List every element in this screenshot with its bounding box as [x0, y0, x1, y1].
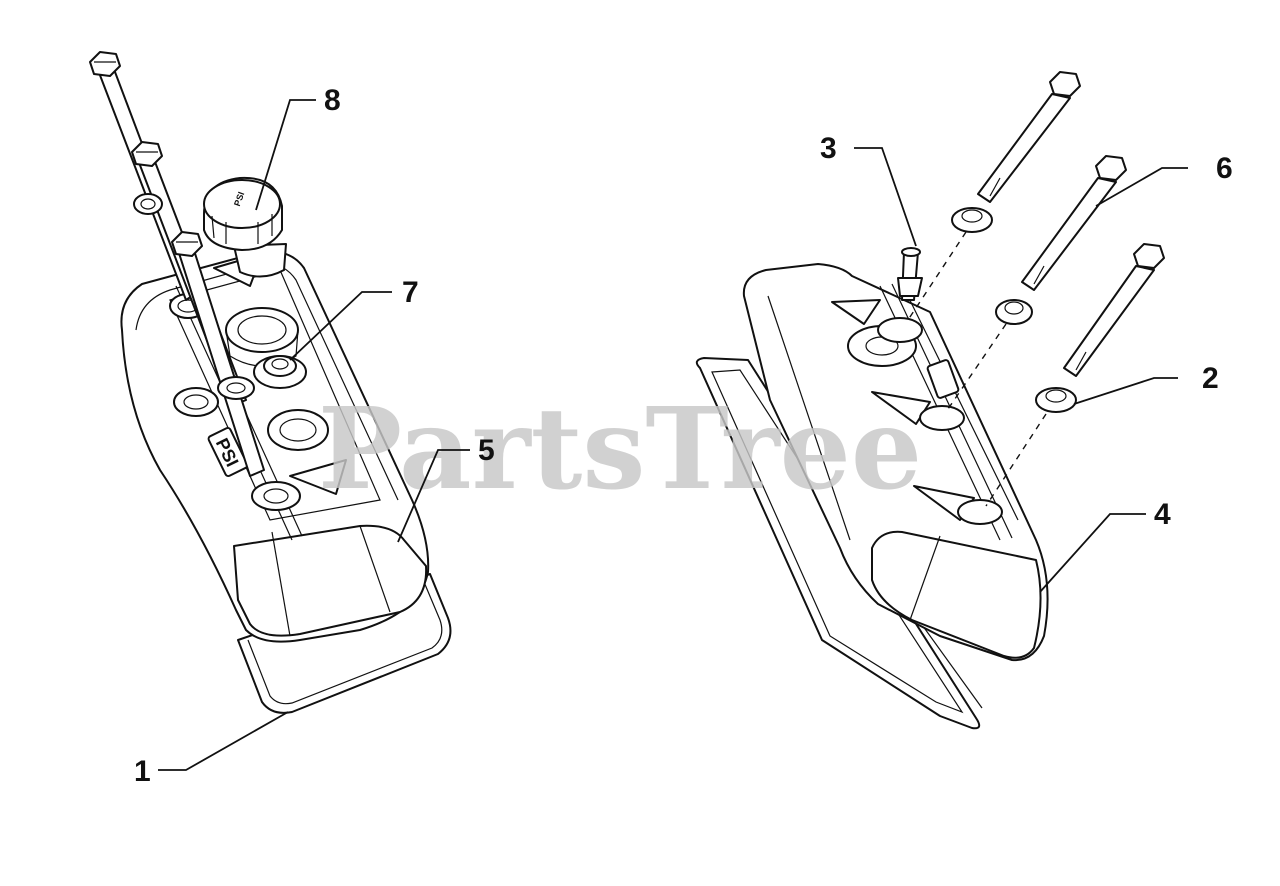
- watermark: PartsTree: [318, 384, 922, 515]
- callout-1: 1: [134, 755, 151, 788]
- callout-5: 5: [478, 434, 495, 467]
- oil-fill-cap: PSI: [203, 176, 287, 278]
- right-grommet-3: [1035, 387, 1077, 413]
- leader-lines: [158, 99, 1188, 771]
- right-grommet-2: [995, 299, 1033, 325]
- right-bolt-3: [1063, 243, 1165, 377]
- right-assembly: [695, 71, 1165, 730]
- callout-7: 7: [402, 276, 419, 309]
- callout-3: 3: [820, 132, 837, 165]
- left-assembly: PSI PSI: [89, 51, 452, 714]
- callout-2: 2: [1202, 362, 1219, 395]
- left-bolt-3: [171, 231, 265, 477]
- callout-4: 4: [1154, 498, 1171, 531]
- right-bolt-2: [1021, 155, 1127, 291]
- breather-fitting: [253, 355, 307, 389]
- right-grommet-1: [951, 207, 993, 233]
- callout-8: 8: [324, 84, 341, 117]
- callouts: 1 2 3 4 5 6 7 8: [134, 84, 1233, 788]
- breather-tube: [897, 247, 923, 301]
- callout-6: 6: [1216, 152, 1233, 185]
- oil-cap-text: PSI: [232, 190, 246, 207]
- right-bolt-1: [977, 71, 1081, 203]
